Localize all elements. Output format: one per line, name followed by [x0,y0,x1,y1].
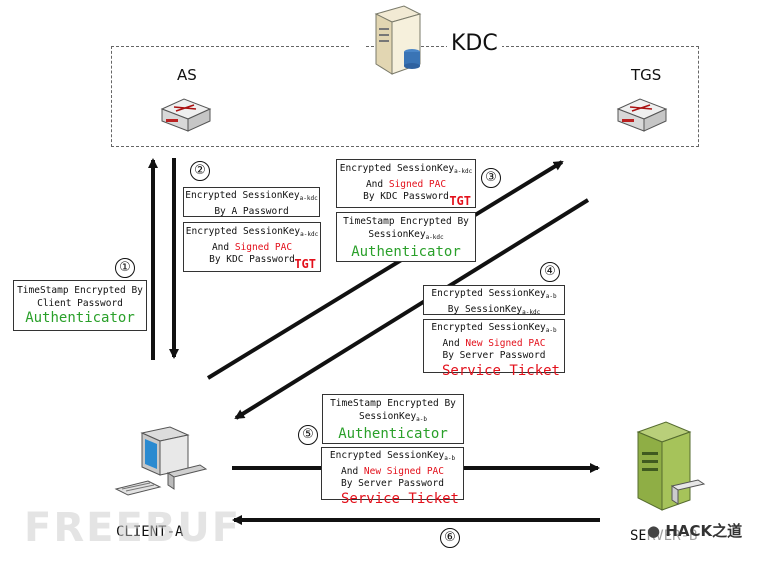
client-label: CLIENT-A [116,524,184,540]
tgs-label: TGS [631,66,662,84]
msg1-line1: TimeStamp Encrypted By [17,285,143,296]
msg4a-line2: By SessionKeya-kdc [447,303,541,316]
msg3a-line2: And Signed PAC [365,178,447,190]
msg5a-line2: SessionKeya-b [358,410,428,423]
msg1-line2: Client Password [37,297,123,309]
kdc-title: KDC [447,31,502,56]
watermark-right: ● HACK之道 [645,520,745,541]
msg3a-tgt-box: Encrypted SessionKeya-kdc And Signed PAC… [336,159,476,208]
client-computer-icon [114,426,208,496]
msg5b-service-ticket-box: Encrypted SessionKeya-b And New Signed P… [321,447,464,507]
step-2-number: ② [190,161,210,181]
msg3b-line2: SessionKeya-kdc [368,228,444,241]
arrow-step3 [206,160,564,380]
step-5-number: ⑤ [298,425,318,445]
msg3b-line1: TimeStamp Encrypted By [343,216,469,227]
watermark-left: FREEBUF [24,505,242,551]
msg2a-line1: Encrypted SessionKeya-kdc [185,190,318,202]
msg5a-authenticator-box: TimeStamp Encrypted By SessionKeya-b Aut… [322,394,464,444]
msg3a-line1: Encrypted SessionKeya-kdc [339,163,473,175]
msg4b-service-ticket-box: Encrypted SessionKeya-b And New Signed P… [423,319,565,379]
msg1-authenticator-box: TimeStamp Encrypted By Client Password A… [13,280,147,331]
arrow-step4 [234,198,590,420]
msg4b-title: Service Ticket [441,362,560,379]
watermark-right-text: HACK之道 [665,522,743,540]
msg5b-line3: By Server Password [341,478,444,489]
msg5b-line1: Encrypted SessionKeya-b [329,450,456,462]
msg2a-line2: By A Password [214,205,289,217]
msg4b-line1: Encrypted SessionKeya-b [431,322,557,334]
msg4a-box: Encrypted SessionKeya-b By SessionKeya-k… [423,285,565,316]
kdc-server-icon [374,5,422,75]
server-icon [636,421,706,511]
msg3a-line3: By KDC Password [363,191,449,202]
step-3-number: ③ [481,168,501,188]
as-label: AS [177,66,197,84]
msg5b-title: Service Ticket [340,490,459,507]
msg4b-line3: By Server Password [442,350,546,361]
as-router-icon [160,98,212,132]
msg4a-line1: Encrypted SessionKeya-b [431,288,557,300]
msg5b-line2: And New Signed PAC [341,465,444,477]
step-1-number: ① [115,258,135,278]
msg5a-line1: TimeStamp Encrypted By [330,398,456,409]
msg2b-line2: And Signed PAC [211,241,293,253]
msg2b-line3: By KDC Password [209,254,295,265]
msg5a-title: Authenticator [338,426,448,442]
msg3b-title: Authenticator [351,244,461,260]
wechat-icon: ● [647,522,661,540]
msg2b-line1: Encrypted SessionKeya-kdc [185,226,319,238]
msg3a-tgt-tag: TGT [449,193,471,208]
msg2a-box: Encrypted SessionKeya-kdc By A Password [183,187,320,217]
msg2b-tgt-tag: TGT [294,256,316,271]
tgs-router-icon [616,98,668,132]
msg4b-line2: And New Signed PAC [442,337,546,349]
msg3b-authenticator-box: TimeStamp Encrypted By SessionKeya-kdc A… [336,212,476,262]
msg2b-tgt-box: Encrypted SessionKeya-kdc And Signed PAC… [183,222,321,272]
step-4-number: ④ [540,262,560,282]
step-6-number: ⑥ [440,528,460,548]
msg1-title: Authenticator [25,310,135,326]
